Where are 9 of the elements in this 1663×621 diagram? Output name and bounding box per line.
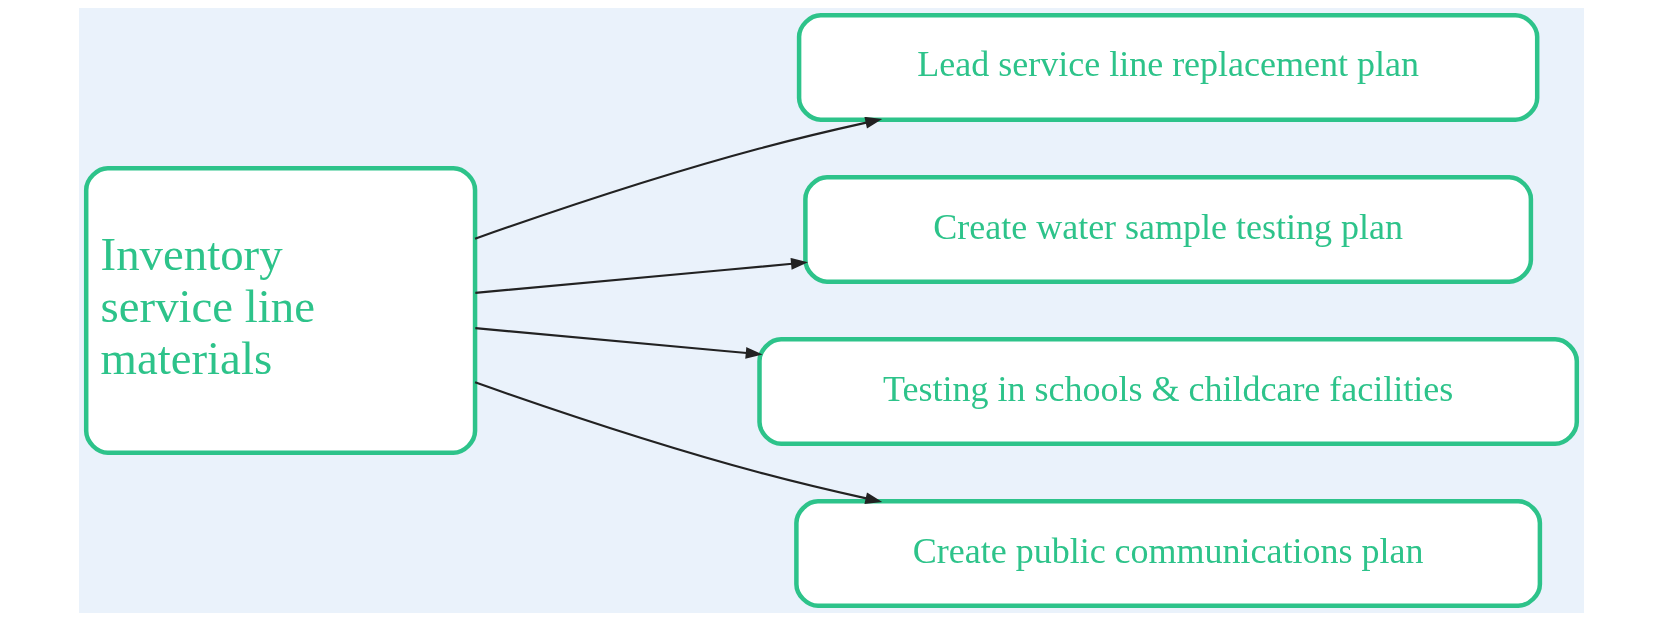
arrow xyxy=(475,327,763,359)
node-box: Create public communications plan xyxy=(794,499,1543,608)
arrow xyxy=(475,257,808,294)
node-box: Testing in schools & childcare facilities xyxy=(757,337,1580,446)
arrow xyxy=(474,381,883,505)
arrow xyxy=(474,116,883,240)
node-box: Inventory service line materials xyxy=(83,166,478,455)
node-box: Lead service line replacement plan xyxy=(796,13,1540,122)
node-box: Create water sample testing plan xyxy=(803,175,1534,284)
